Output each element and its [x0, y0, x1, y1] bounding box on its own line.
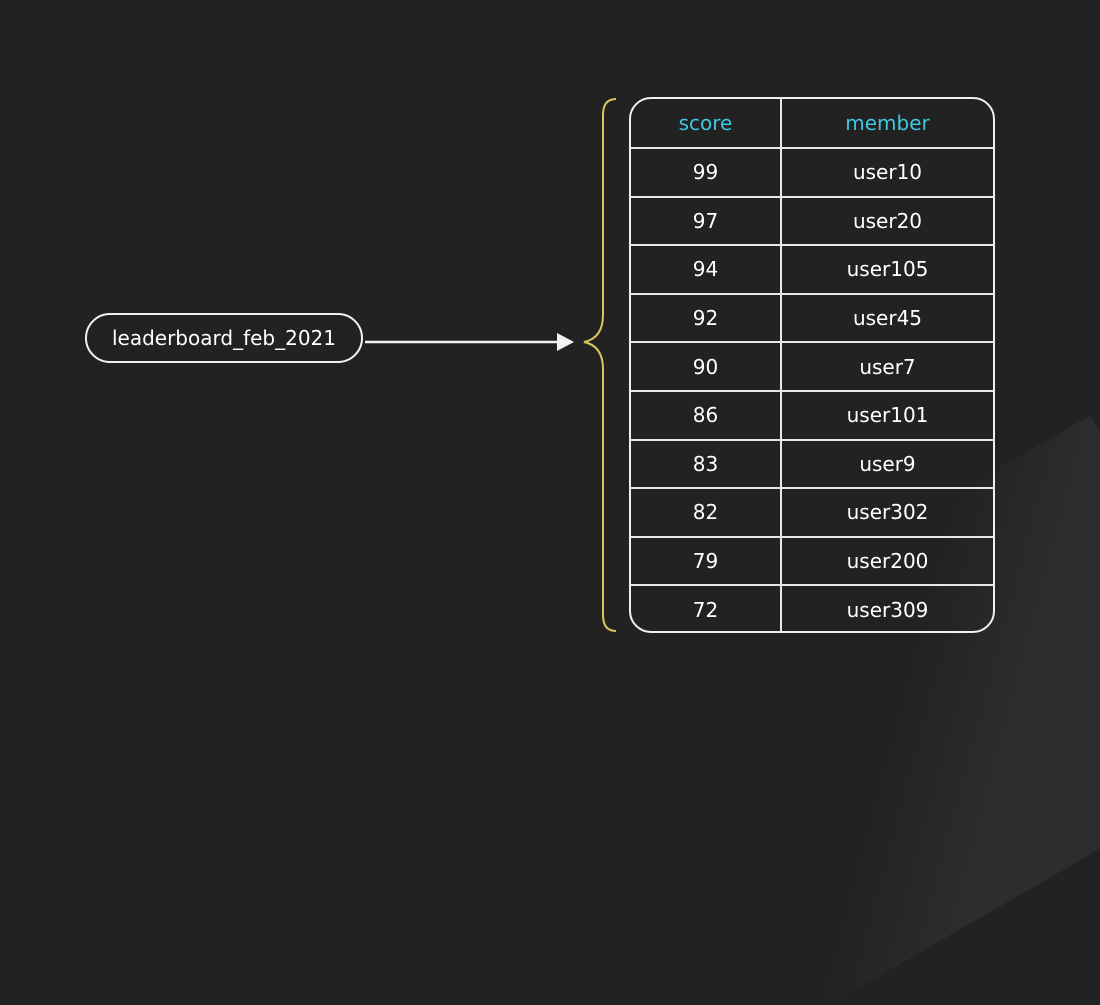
leaderboard-table: score member 99 user10 97 user20 94 user105 92… [629, 97, 995, 633]
table-row: 83 user9 [631, 438, 993, 488]
score-cell: 72 [631, 586, 782, 631]
member-cell: user105 [846, 257, 929, 282]
member-cell: user302 [846, 500, 929, 525]
score-cell: 86 [631, 391, 782, 439]
member-cell: user7 [859, 354, 916, 379]
sorted-set-key: leaderboard_feb_2021 [85, 313, 363, 363]
table-row: 97 user20 [631, 195, 993, 245]
table-row: 92 user45 [631, 292, 993, 342]
curly-brace [583, 98, 617, 632]
key-label: leaderboard_feb_2021 [111, 326, 337, 350]
score-cell: 94 [631, 246, 782, 293]
table-row: 94 user105 [631, 244, 993, 293]
score-cell: 82 [631, 489, 782, 536]
table-row: 79 user200 [631, 535, 993, 585]
member-cell: user309 [846, 597, 929, 622]
member-cell: user200 [846, 549, 929, 574]
member-cell: user101 [846, 403, 929, 428]
score-cell: 90 [631, 343, 782, 390]
table-header-row: score member [631, 99, 993, 147]
member-cell: user20 [852, 208, 923, 233]
score-cell: 79 [631, 537, 782, 585]
header-score: score [631, 99, 782, 147]
table-row: 86 user101 [631, 389, 993, 439]
table-row: 82 user302 [631, 487, 993, 536]
table-row: 90 user7 [631, 341, 993, 390]
score-cell: 83 [631, 440, 782, 488]
connector [365, 98, 617, 632]
member-cell: user45 [852, 306, 923, 331]
table-row: 99 user10 [631, 147, 993, 196]
score-cell: 99 [631, 149, 782, 196]
score-cell: 92 [631, 294, 782, 342]
member-cell: user9 [859, 451, 916, 476]
table-row: 72 user309 [631, 584, 993, 631]
score-cell: 97 [631, 197, 782, 245]
arrow-head-icon [557, 333, 574, 351]
header-member: member [845, 111, 930, 135]
member-cell: user10 [852, 160, 923, 185]
